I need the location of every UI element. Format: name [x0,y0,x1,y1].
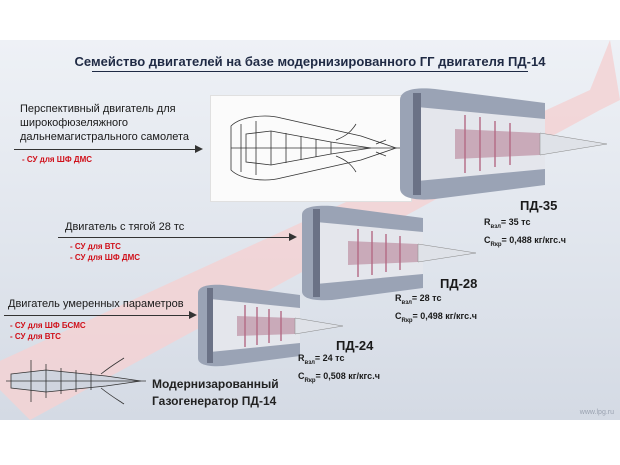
row1-arrow-line [14,149,196,150]
pd28-name: ПД-28 [440,276,478,291]
pd35-name: ПД-35 [520,198,558,213]
row2-arrow-line [58,237,290,238]
pd35-engine-icon [400,88,608,200]
row2-label: Двигатель с тягой 28 тс [65,221,185,233]
row3-arrow-line [4,315,190,316]
row2-arrowhead [289,233,297,241]
watermark: www.lpg.ru [579,409,614,416]
row1-label-line1: Перспективный двигатель для [20,103,176,115]
row3-bullet1: - СУ для ШФ БСМС [10,321,86,330]
pd28-params: Rвзл= 28 тс CRкр= 0,498 кг/кгс.ч [395,293,477,324]
title-underline [92,71,528,72]
row2-bullet2: - СУ для ШФ ДМС [70,253,141,262]
slide: Семейство двигателей на базе модернизиро… [0,40,620,420]
row1-label: Перспективный двигатель для широкофюзеля… [20,102,189,144]
row3-bullet2: - СУ для ВТС [10,332,61,341]
engine-sketch-icon [230,115,401,181]
gas-generator-line2: Газогенератор ПД-14 [152,394,277,408]
engine-sketch-drawing [210,95,412,202]
pd24-engine-icon [198,284,344,367]
row2-bullet1: - СУ для ВТС [70,242,121,251]
row3-label: Двигатель умеренных параметров [8,298,184,310]
pd28-engine-icon [302,205,477,301]
row1-label-line3: дальнемагистрального самолета [20,131,190,143]
pd24-params: Rвзл= 24 тс CRкр= 0,508 кг/кгс.ч [298,353,380,384]
gas-generator-icon [6,357,146,405]
row1-label-line2: широкофюзеляжного [20,117,129,129]
row1-bullet1: - СУ для ШФ ДМС [22,155,93,164]
slide-title: Семейство двигателей на базе модернизиро… [74,54,546,69]
row1-arrowhead [195,145,203,153]
gas-generator-label: Модернизарованный Газогенератор ПД-14 [152,376,279,410]
pd24-name: ПД-24 [336,338,374,353]
gas-generator-line1: Модернизарованный [152,377,279,391]
pd35-params: Rвзл= 35 тс CRкр= 0,488 кг/кгс.ч [484,217,566,248]
row3-arrowhead [189,311,197,319]
